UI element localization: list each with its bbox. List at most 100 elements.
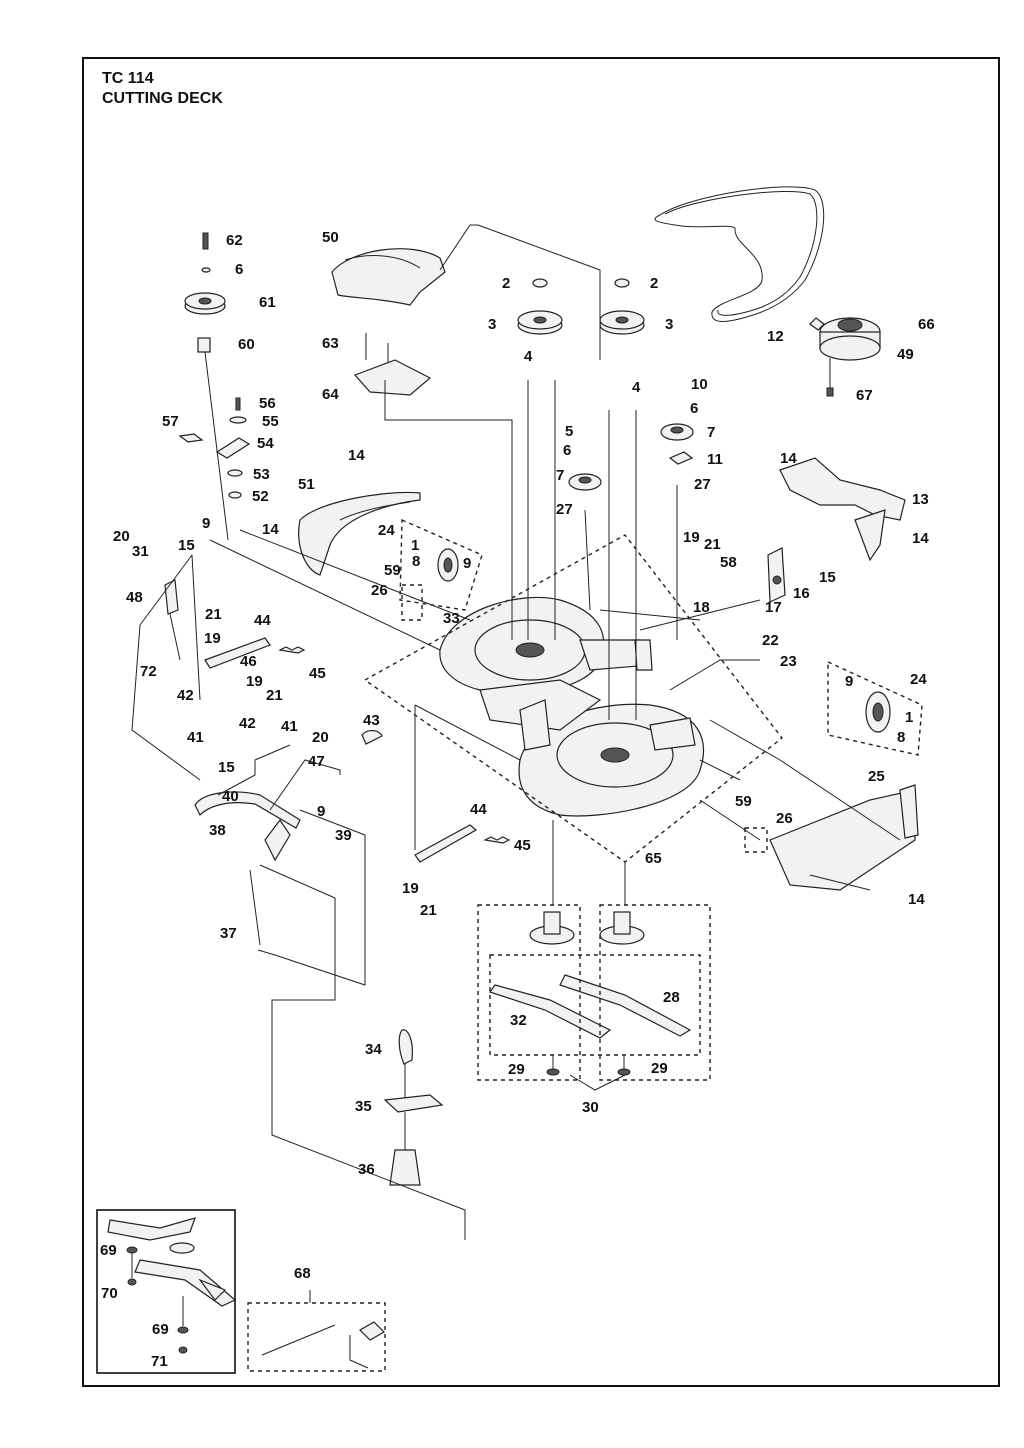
callout-8: 8: [412, 553, 420, 570]
diagram-frame: [82, 57, 1000, 1387]
callout-24: 24: [378, 522, 395, 539]
callout-26: 26: [371, 582, 388, 599]
spindle-assemblies: [529, 911, 645, 945]
callout-39: 39: [335, 827, 352, 844]
callout-14: 14: [780, 450, 797, 467]
callout-6: 6: [563, 442, 571, 459]
callout-37: 37: [220, 925, 237, 942]
dashed-group-outlines: [247, 518, 923, 1372]
callout-24: 24: [910, 671, 927, 688]
callout-20: 20: [312, 729, 329, 746]
callout-45: 45: [514, 837, 531, 854]
callout-3: 3: [665, 316, 673, 333]
callout-4: 4: [632, 379, 641, 396]
callout-19: 19: [402, 880, 419, 897]
model-title: TC 114: [102, 70, 154, 87]
callout-42: 42: [239, 715, 256, 732]
callout-66: 66: [918, 316, 935, 333]
callout-69: 69: [100, 1242, 117, 1259]
callout-71: 71: [151, 1353, 168, 1370]
callout-31: 31: [132, 543, 149, 560]
callout-59: 59: [735, 793, 752, 810]
callout-19: 19: [204, 630, 221, 647]
callout-27: 27: [556, 501, 573, 518]
callout-19: 19: [683, 529, 700, 546]
callout-3: 3: [488, 316, 496, 333]
callout-4: 4: [524, 348, 533, 365]
callout-58: 58: [720, 554, 737, 571]
callout-55: 55: [262, 413, 279, 430]
callout-15: 15: [218, 759, 235, 776]
callout-40: 40: [222, 788, 239, 805]
callout-67: 67: [856, 387, 873, 404]
right-belt-cover: [779, 457, 906, 562]
callout-42: 42: [177, 687, 194, 704]
callout-16: 16: [793, 585, 810, 602]
chute-bracket: [353, 333, 432, 396]
callout-41: 41: [281, 718, 298, 735]
callout-15: 15: [178, 537, 195, 554]
callout-44: 44: [470, 801, 487, 818]
front-deck-bracket: [639, 547, 786, 631]
height-adjust-lever: [383, 1029, 444, 1186]
spindle-pulleys: [517, 278, 645, 335]
callout-29: 29: [651, 1060, 668, 1077]
electric-clutch: [809, 317, 881, 397]
callout-60: 60: [238, 336, 255, 353]
callout-69: 69: [152, 1321, 169, 1338]
callout-65: 65: [645, 850, 662, 867]
callout-68: 68: [294, 1265, 311, 1282]
discharge-chute: [331, 248, 446, 306]
callout-20: 20: [113, 528, 130, 545]
callout-28: 28: [663, 989, 680, 1006]
callout-8: 8: [897, 729, 905, 746]
callout-11: 11: [707, 451, 723, 468]
callout-5: 5: [565, 423, 573, 440]
callout-59: 59: [384, 562, 401, 579]
gauge-wheel-right: [865, 691, 891, 733]
callout-6: 6: [690, 400, 698, 417]
callout-35: 35: [355, 1098, 372, 1115]
idler-pulleys: [568, 423, 694, 491]
callout-21: 21: [266, 687, 283, 704]
callout-27: 27: [694, 476, 711, 493]
callout-2: 2: [650, 275, 658, 292]
callout-7: 7: [707, 424, 715, 441]
callout-21: 21: [704, 536, 721, 553]
callout-12: 12: [767, 328, 784, 345]
callout-1: 1: [411, 537, 419, 554]
callout-41: 41: [187, 729, 204, 746]
callout-9: 9: [317, 803, 325, 820]
callout-26: 26: [776, 810, 793, 827]
callout-21: 21: [205, 606, 222, 623]
callout-18: 18: [693, 599, 710, 616]
connector-lines: [131, 224, 901, 1369]
callout-15: 15: [819, 569, 836, 586]
callout-10: 10: [691, 376, 708, 393]
callout-2: 2: [502, 275, 510, 292]
callout-30: 30: [582, 1099, 599, 1116]
lift-linkage: [164, 579, 511, 946]
callout-57: 57: [162, 413, 179, 430]
callout-53: 53: [253, 466, 270, 483]
callout-9: 9: [463, 555, 471, 572]
callout-72: 72: [140, 663, 157, 680]
callout-63: 63: [322, 335, 339, 352]
callout-labels: 62 6 61 60 50 63 64 2 2 3 3 12 66 49 67 …: [100, 229, 935, 1370]
callout-70: 70: [101, 1285, 118, 1302]
callout-45: 45: [309, 665, 326, 682]
callout-64: 64: [322, 386, 339, 403]
drive-belt: [654, 186, 825, 322]
mower-blades: [489, 974, 692, 1076]
callout-32: 32: [510, 1012, 527, 1029]
callout-52: 52: [252, 488, 269, 505]
callout-62: 62: [226, 232, 243, 249]
callout-9: 9: [845, 673, 853, 690]
callout-51: 51: [298, 476, 315, 493]
blade-inset-detail: [96, 1209, 237, 1374]
callout-6: 6: [235, 261, 243, 278]
left-belt-cover: [298, 491, 421, 576]
callout-14: 14: [912, 530, 929, 547]
tension-pulley-assembly: [178, 232, 251, 541]
